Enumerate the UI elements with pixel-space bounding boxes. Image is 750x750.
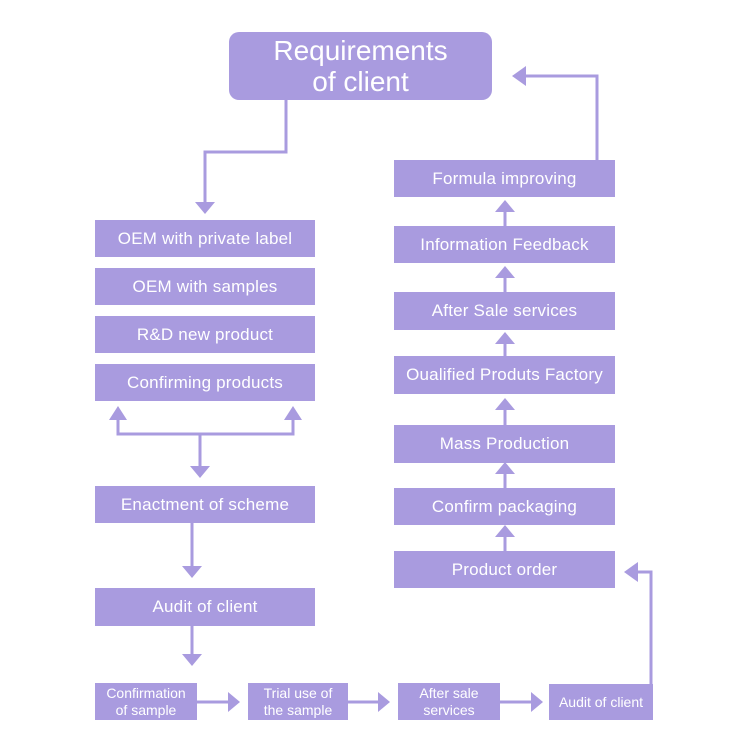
qualified-factory-box: Oualified Produts Factory [394,356,615,394]
arrow-title-to-oem [203,100,288,202]
arrowhead [182,566,202,578]
enactment-scheme-box: Enactment of scheme [95,486,315,523]
rd-new-product-box: R&D new product [95,316,315,353]
arrowhead [228,692,240,712]
arrowhead [495,525,515,537]
oem-samples-box: OEM with samples [95,268,315,305]
confirming-products-box: Confirming products [95,364,315,401]
trial-use-box: Trial use of the sample [248,683,348,720]
arrow-audit-to-product-order [638,570,653,684]
mass-production-box: Mass Production [394,425,615,463]
arrowhead [495,398,515,410]
arrowhead [495,462,515,474]
confirm-packaging-box: Confirm packaging [394,488,615,525]
arrowhead [495,200,515,212]
arrowhead [284,406,302,420]
title-requirements-of-client: Requirements of client [229,32,492,100]
audit-client-bottom-box: Audit of client [549,684,653,720]
arrow-formula-to-title [526,74,599,160]
arrowhead [378,692,390,712]
arrowhead [512,66,526,86]
formula-improving-box: Formula improving [394,160,615,197]
after-sale-services-box: After Sale services [394,292,615,330]
arrowhead [195,202,215,214]
information-feedback-box: Information Feedback [394,226,615,263]
audit-client-box: Audit of client [95,588,315,626]
product-order-box: Product order [394,551,615,588]
arrowhead [109,406,127,420]
oem-private-label-box: OEM with private label [95,220,315,257]
arrowhead [182,654,202,666]
arrowhead [495,266,515,278]
arrowhead [190,466,210,478]
arrowhead [495,332,515,344]
arrowhead [531,692,543,712]
after-sale-box: After sale services [398,683,500,720]
arrow-split-horizontal [116,420,295,436]
confirmation-sample-box: Confirmation of sample [95,683,197,720]
arrowhead [624,562,638,582]
